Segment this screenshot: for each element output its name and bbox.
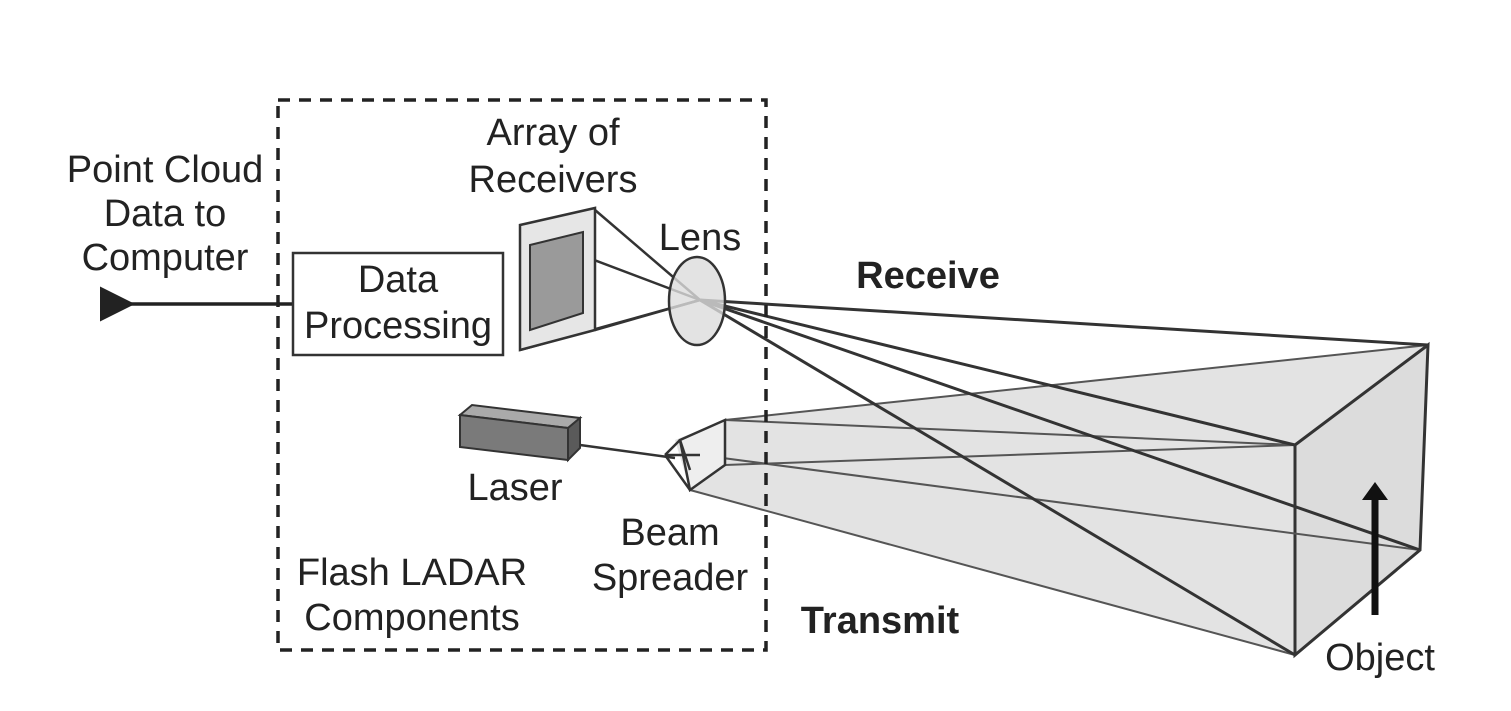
laser-label: Laser bbox=[467, 467, 562, 509]
transmit-label: Transmit bbox=[801, 600, 960, 642]
point-cloud-label-2: Data to bbox=[104, 193, 227, 235]
beam-spreader-label-1: Beam bbox=[620, 512, 719, 554]
receive-label: Receive bbox=[856, 255, 1000, 297]
object-arrowhead bbox=[1362, 482, 1388, 500]
lens-label: Lens bbox=[659, 217, 741, 259]
lens-shape bbox=[667, 255, 727, 347]
transmit-beam-cone bbox=[675, 345, 1428, 655]
array-label-2: Receivers bbox=[469, 159, 638, 201]
flash-ladar-label-1: Flash LADAR bbox=[297, 552, 527, 594]
laser-shape bbox=[457, 403, 583, 463]
laser-beam-line bbox=[579, 443, 676, 460]
beam-spreader-shape bbox=[663, 418, 727, 493]
point-cloud-label-3: Computer bbox=[82, 237, 249, 279]
data-processing-box bbox=[291, 251, 505, 357]
receive-rays bbox=[699, 298, 1429, 657]
data-processing-label-2: Processing bbox=[304, 305, 492, 347]
flash-ladar-label-2: Components bbox=[304, 597, 519, 639]
beam-spreader-label-2: Spreader bbox=[592, 557, 749, 599]
transmit-beam-lines bbox=[689, 344, 1429, 656]
data-processing-label-1: Data bbox=[358, 259, 439, 301]
flash-ladar-boundary bbox=[276, 98, 768, 652]
point-cloud-label-1: Point Cloud bbox=[67, 149, 263, 191]
array-label-1: Array of bbox=[486, 112, 619, 154]
object-label: Object bbox=[1325, 637, 1435, 679]
receiver-array-panel bbox=[529, 230, 584, 332]
